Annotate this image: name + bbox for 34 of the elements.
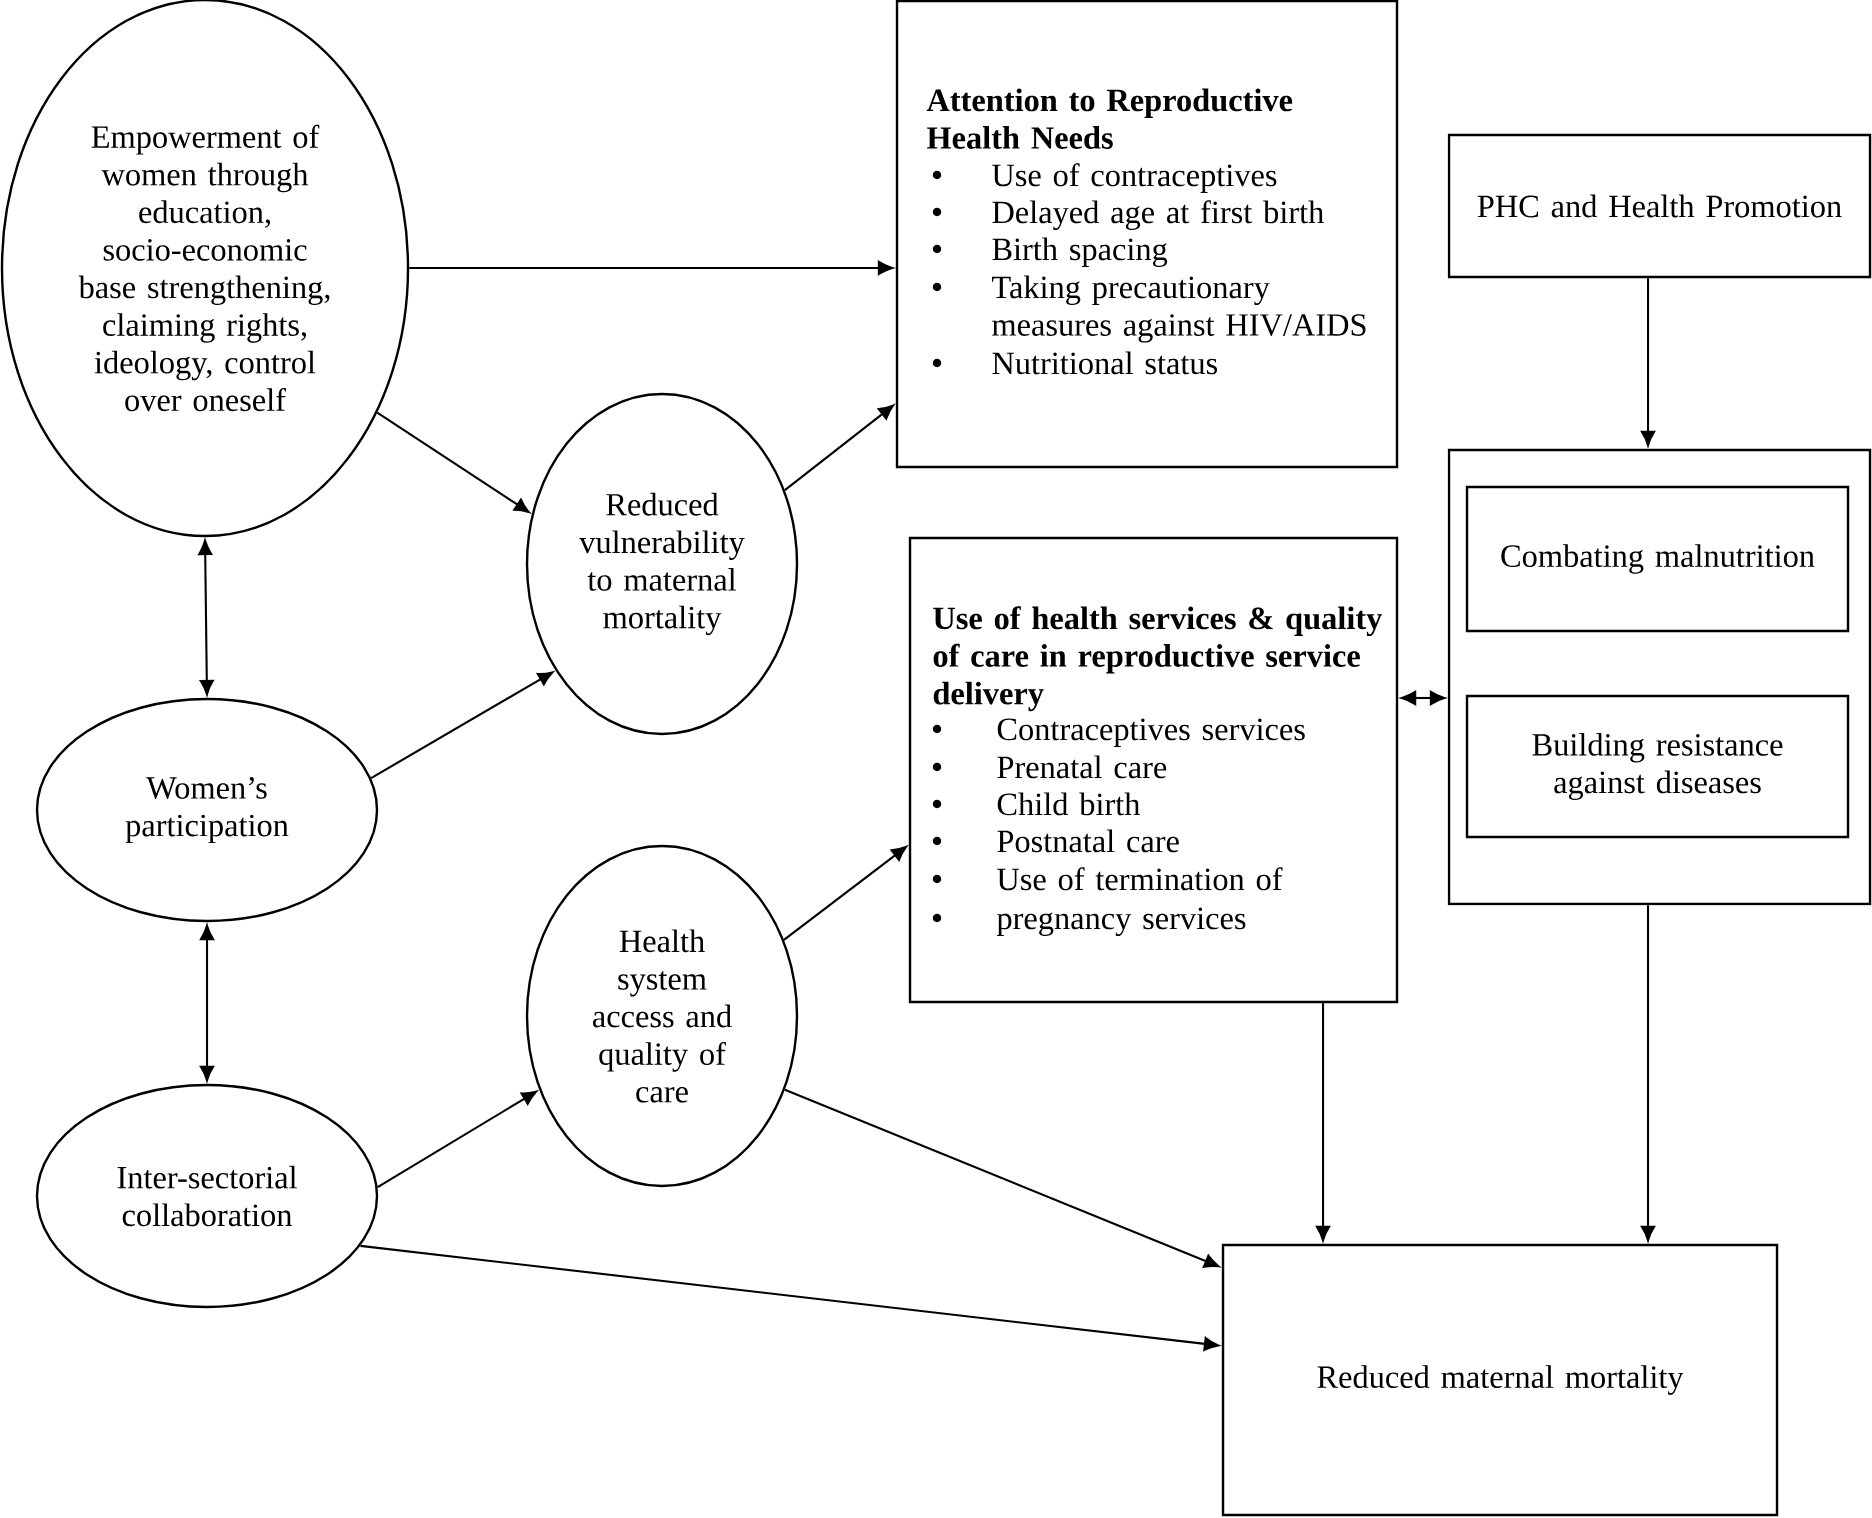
arrow: [784, 404, 894, 491]
text-box: Combating malnutrition: [1465, 485, 1850, 633]
arrow: [409, 260, 894, 276]
arrow: [1641, 278, 1656, 447]
arrow: [1315, 1003, 1331, 1242]
list-item: Birth spacing: [992, 237, 1168, 267]
text-box: Reduced maternal mortality: [1221, 1243, 1779, 1517]
arrow: [370, 671, 554, 779]
box-heading: Attention to Reproductive Health Needs: [926, 88, 1293, 149]
container-box: [1447, 448, 1872, 906]
list-item: Prenatal care: [997, 755, 1167, 779]
arrow: [377, 1090, 537, 1188]
list-box: [895, 0, 1399, 469]
list-item: Contraceptives services: [997, 718, 1305, 747]
list-item: Delayed age at first birth: [992, 200, 1324, 230]
arrow: [783, 846, 907, 941]
list-item: Use of termination of: [997, 867, 1283, 891]
double-arrow: [199, 924, 215, 1082]
list-item: Child birth: [997, 792, 1140, 816]
list-item: pregnancy services: [996, 907, 1246, 936]
list-item: Use of contraceptives: [992, 163, 1277, 193]
arrow: [784, 1088, 1220, 1268]
arrow: [360, 1244, 1220, 1351]
arrow: [1641, 905, 1656, 1242]
arrow: [376, 411, 530, 513]
list-item: Nutritional status: [992, 351, 1218, 375]
text-box: PHC and Health Promotion: [1447, 133, 1872, 279]
list-item: Postnatal care: [997, 829, 1179, 853]
list-box: [908, 536, 1399, 1004]
box-heading: Use of health services & quality of care in reproductive service delivery: [933, 606, 1382, 712]
double-arrow: [1400, 690, 1446, 706]
double-arrow: [198, 539, 214, 696]
text-box: Building resistance against diseases: [1465, 694, 1850, 839]
list-item: Taking precautionary measures against HIV/AIDS: [992, 275, 1366, 343]
